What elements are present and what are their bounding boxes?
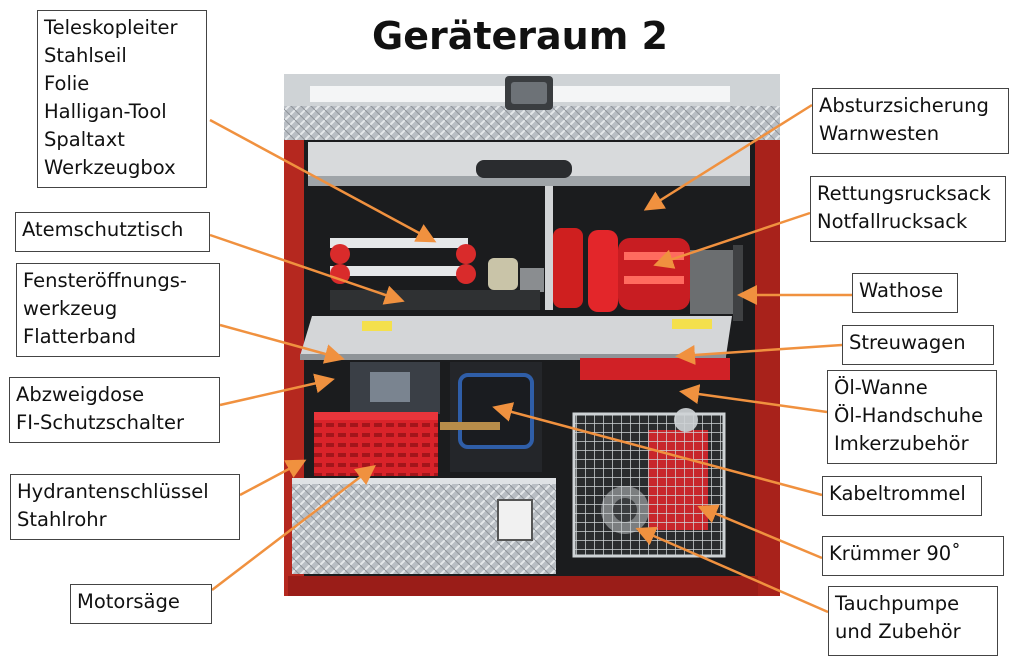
label-line: und Zubehör [835,620,961,643]
label-line: Folie [44,72,90,95]
label-kruemmer: Krümmer 90˚ [822,536,1004,576]
label-hydrantenschluessel: Hydrantenschlüssel Stahlrohr [10,474,240,540]
label-tauchpumpe: Tauchpumpe und Zubehör [828,586,998,656]
label-wathose: Wathose [852,273,958,313]
label-teleskopleiter: Teleskopleiter Stahlseil Folie Halligan-… [37,10,207,188]
label-line: Krümmer 90˚ [829,542,961,565]
label-line: Tauchpumpe [835,592,960,615]
label-line: Werkzeugbox [44,156,176,179]
label-line: Absturzsicherung [819,94,989,117]
label-line: Rettungsrucksack [817,182,991,205]
label-oel-wanne: Öl-Wanne Öl-Handschuhe Imkerzubehör [827,370,997,464]
label-kabeltrommel: Kabeltrommel [822,476,982,516]
label-motorsaege: Motorsäge [70,584,212,624]
label-line: Öl-Wanne [834,376,928,399]
page-title: Geräteraum 2 [372,14,668,58]
label-fensteroeffnungswerkzeug: Fensteröffnungs- werkzeug Flatterband [16,263,220,357]
label-line: Flatterband [23,325,136,348]
label-line: Wathose [859,279,944,302]
label-line: Hydrantenschlüssel [17,480,209,503]
label-line: werkzeug [23,297,118,320]
label-rettungsrucksack: Rettungsrucksack Notfallrucksack [810,176,1006,242]
label-line: Spaltaxt [44,128,125,151]
label-line: Abzweigdose [16,383,145,406]
label-line: Halligan-Tool [44,100,167,123]
label-line: Fensteröffnungs- [23,269,187,292]
label-line: Teleskopleiter [44,16,178,39]
label-line: Warnwesten [819,122,940,145]
label-line: FI-Schutzschalter [16,411,184,434]
label-absturzsicherung: Absturzsicherung Warnwesten [812,88,1009,154]
label-line: Atemschutztisch [22,218,184,241]
label-line: Streuwagen [849,331,966,354]
label-line: Motorsäge [77,590,180,613]
label-line: Stahlseil [44,44,127,67]
label-line: Kabeltrommel [829,482,966,505]
label-line: Notfallrucksack [817,210,968,233]
label-line: Stahlrohr [17,508,107,531]
label-line: Imkerzubehör [834,432,969,455]
label-atemschutztisch: Atemschutztisch [15,212,210,252]
label-line: Öl-Handschuhe [834,404,984,427]
label-abzweigdose: Abzweigdose FI-Schutzschalter [9,377,220,443]
label-streuwagen: Streuwagen [842,325,994,365]
